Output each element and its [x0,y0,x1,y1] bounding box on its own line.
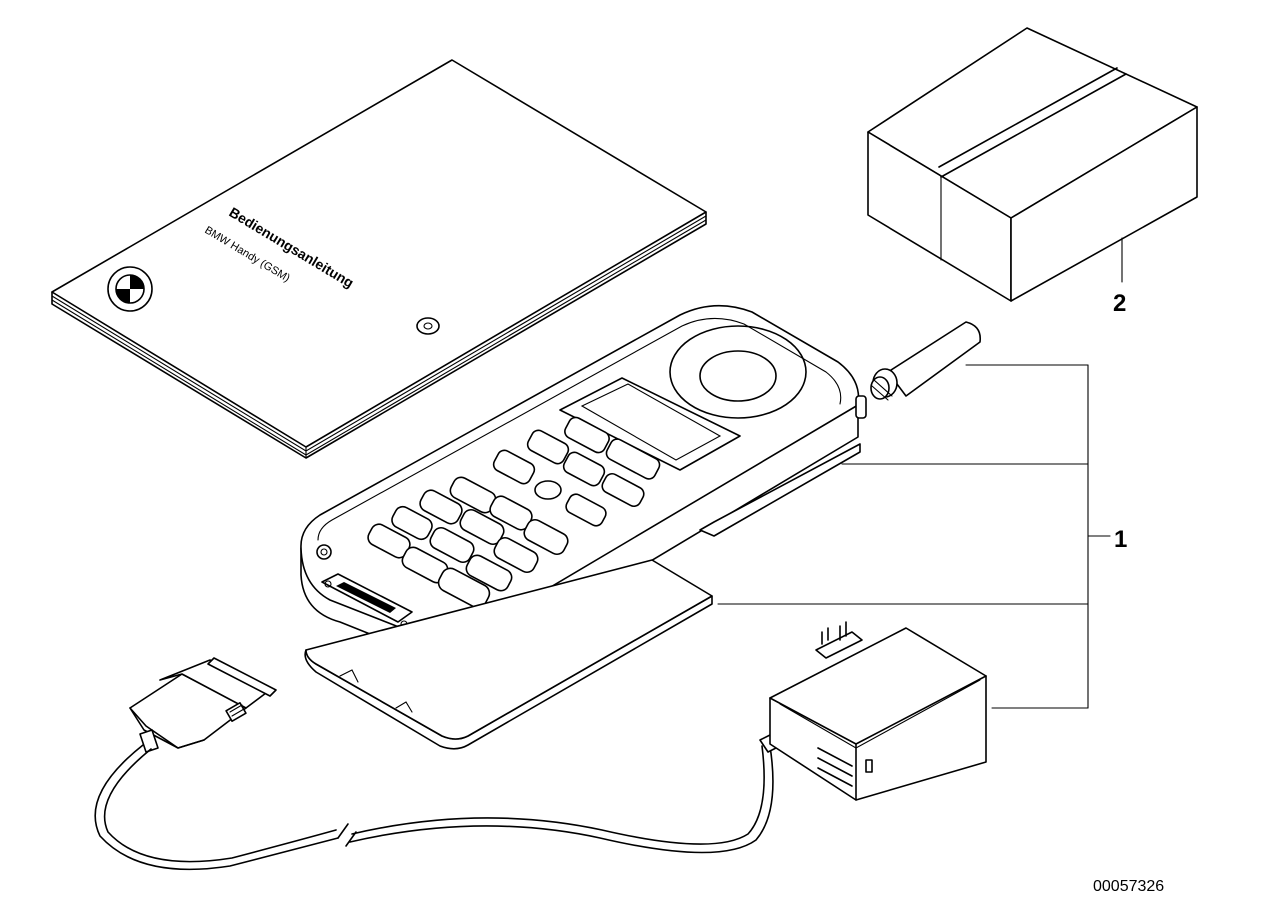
bmw-logo [107,266,153,312]
keypad [367,416,661,609]
data-cable [94,657,781,871]
battery-pack [304,559,713,750]
charger [769,621,987,801]
callout-1: 1 [1114,526,1127,553]
operating-manual: Bedienungsanleitung BMW Handy (GSM) [51,59,707,459]
earpiece [669,325,807,419]
drawing-number: 00057326 [1093,878,1164,895]
data-port [321,573,413,628]
charger-vents [817,747,853,787]
antenna [870,321,982,401]
manual-badge [416,317,440,335]
connector-latch [225,702,247,722]
callout-leaders [717,237,1123,709]
plug-prongs [815,621,863,659]
callout-2: 2 [1113,290,1126,317]
packaging-box [867,27,1198,302]
mobile-handset [300,304,867,670]
